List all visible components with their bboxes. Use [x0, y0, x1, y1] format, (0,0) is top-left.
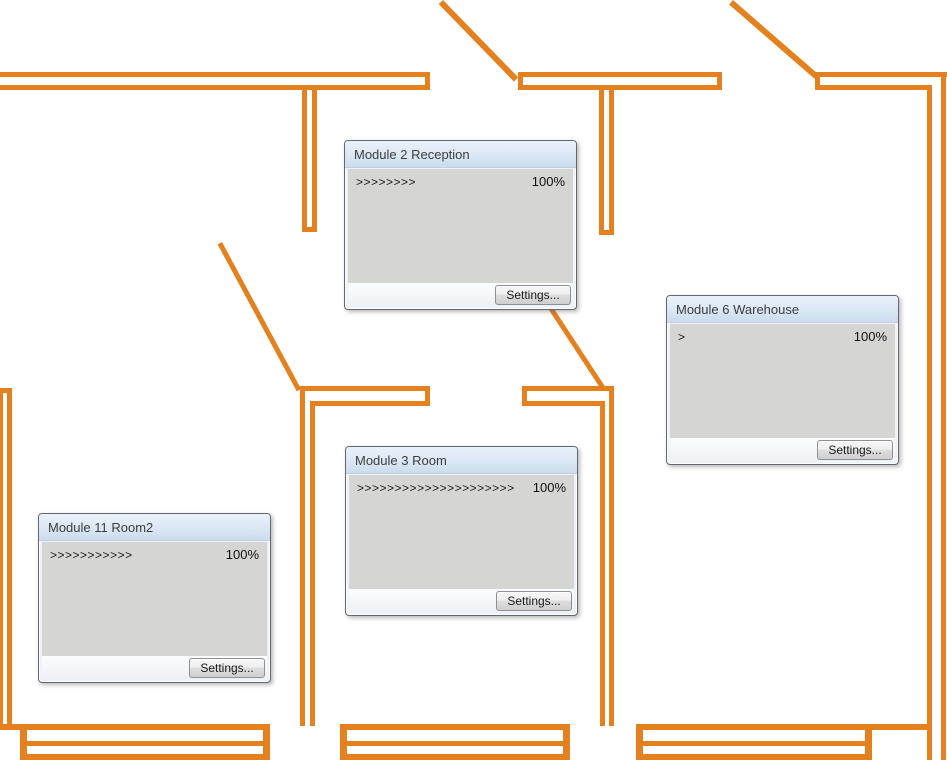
meter-row: >>>>>>>>>>> 100%	[50, 547, 259, 562]
wall-segment	[302, 227, 317, 232]
meter-level: 100%	[853, 329, 887, 344]
wall-segment	[609, 90, 614, 230]
wall-segment	[300, 386, 305, 726]
wall-segment	[636, 724, 930, 730]
meter-row: >>>>>>>> 100%	[356, 174, 565, 189]
wall-segment	[310, 401, 315, 726]
wall-segment	[522, 386, 527, 406]
wall-segment	[815, 72, 820, 90]
wall-segment	[340, 724, 347, 760]
settings-button[interactable]: Settings...	[495, 284, 571, 305]
wall-segment	[599, 90, 604, 230]
wall-segment	[941, 77, 946, 760]
wall-segment	[865, 724, 872, 760]
module-window-footer: Settings...	[670, 438, 895, 461]
module-window-titlebar[interactable]: Module 2 Reception	[345, 141, 576, 168]
wall-segment	[600, 401, 605, 726]
wall-segment	[0, 724, 270, 730]
wall-segment	[636, 754, 872, 760]
module-window-footer: Settings...	[348, 283, 573, 306]
meter-arrows: >>>>>>>>>>>	[50, 548, 133, 562]
module-window-title: Module 2 Reception	[354, 146, 470, 162]
wall-segment	[20, 724, 27, 760]
module-meter-area: >>>>>>>>>>> 100%	[42, 542, 267, 656]
wall-segment	[340, 754, 570, 760]
module-window-title: Module 11 Room2	[48, 519, 154, 535]
meter-arrows: >>>>>>>>>>>>>>>>>>>>>	[357, 481, 515, 495]
module-window-titlebar[interactable]: Module 6 Warehouse	[667, 296, 898, 323]
wall-segment	[310, 401, 430, 406]
wall-segment	[300, 386, 430, 391]
module-meter-area: > 100%	[670, 324, 895, 438]
wall-segment	[425, 386, 430, 406]
wall-segment	[815, 85, 927, 90]
window-line	[347, 741, 563, 746]
meter-level: 100%	[531, 174, 565, 189]
meter-arrows: >	[678, 330, 686, 344]
module-window-room[interactable]: Module 3 Room >>>>>>>>>>>>>>>>>>>>> 100%…	[345, 446, 578, 616]
module-window-title: Module 3 Room	[355, 452, 447, 468]
wall-segment	[815, 72, 947, 77]
wall-segment	[609, 391, 614, 726]
wall-segment	[20, 754, 270, 760]
door-line	[438, 0, 519, 82]
wall-segment	[7, 388, 12, 726]
module-meter-area: >>>>>>>>>>>>>>>>>>>>> 100%	[349, 475, 574, 589]
wall-segment	[0, 388, 3, 726]
wall-segment	[563, 724, 570, 760]
module-window-footer: Settings...	[42, 656, 267, 679]
window-line	[643, 741, 865, 746]
module-meter-area: >>>>>>>> 100%	[348, 169, 573, 283]
module-window-titlebar[interactable]: Module 3 Room	[346, 447, 577, 474]
meter-level: 100%	[532, 480, 566, 495]
wall-segment	[425, 72, 430, 90]
meter-row: > 100%	[678, 329, 887, 344]
wall-segment	[0, 85, 430, 90]
settings-button[interactable]: Settings...	[496, 590, 572, 611]
wall-segment	[717, 72, 722, 90]
wall-segment	[0, 72, 430, 77]
wall-segment	[522, 386, 614, 391]
module-window-titlebar[interactable]: Module 11 Room2	[39, 514, 270, 541]
wall-segment	[518, 85, 722, 90]
door-line	[729, 0, 819, 79]
wall-segment	[312, 90, 317, 232]
meter-row: >>>>>>>>>>>>>>>>>>>>> 100%	[357, 480, 566, 495]
settings-button[interactable]: Settings...	[817, 439, 893, 460]
wall-segment	[599, 230, 614, 235]
meter-level: 100%	[225, 547, 259, 562]
door-line	[217, 242, 302, 392]
settings-button[interactable]: Settings...	[189, 657, 265, 678]
wall-segment	[518, 72, 523, 90]
wall-segment	[0, 388, 12, 393]
window-line	[27, 741, 263, 746]
module-window-footer: Settings...	[349, 589, 574, 612]
module-window-title: Module 6 Warehouse	[676, 301, 800, 317]
module-window-reception[interactable]: Module 2 Reception >>>>>>>> 100% Setting…	[344, 140, 577, 310]
wall-segment	[302, 90, 307, 232]
module-window-warehouse[interactable]: Module 6 Warehouse > 100% Settings...	[666, 295, 899, 465]
module-window-room2[interactable]: Module 11 Room2 >>>>>>>>>>> 100% Setting…	[38, 513, 271, 683]
meter-arrows: >>>>>>>>	[356, 175, 417, 189]
wall-segment	[927, 85, 932, 760]
wall-segment	[263, 724, 270, 760]
wall-segment	[340, 724, 570, 730]
wall-segment	[522, 401, 605, 406]
wall-segment	[636, 724, 643, 760]
wall-segment	[518, 72, 722, 77]
